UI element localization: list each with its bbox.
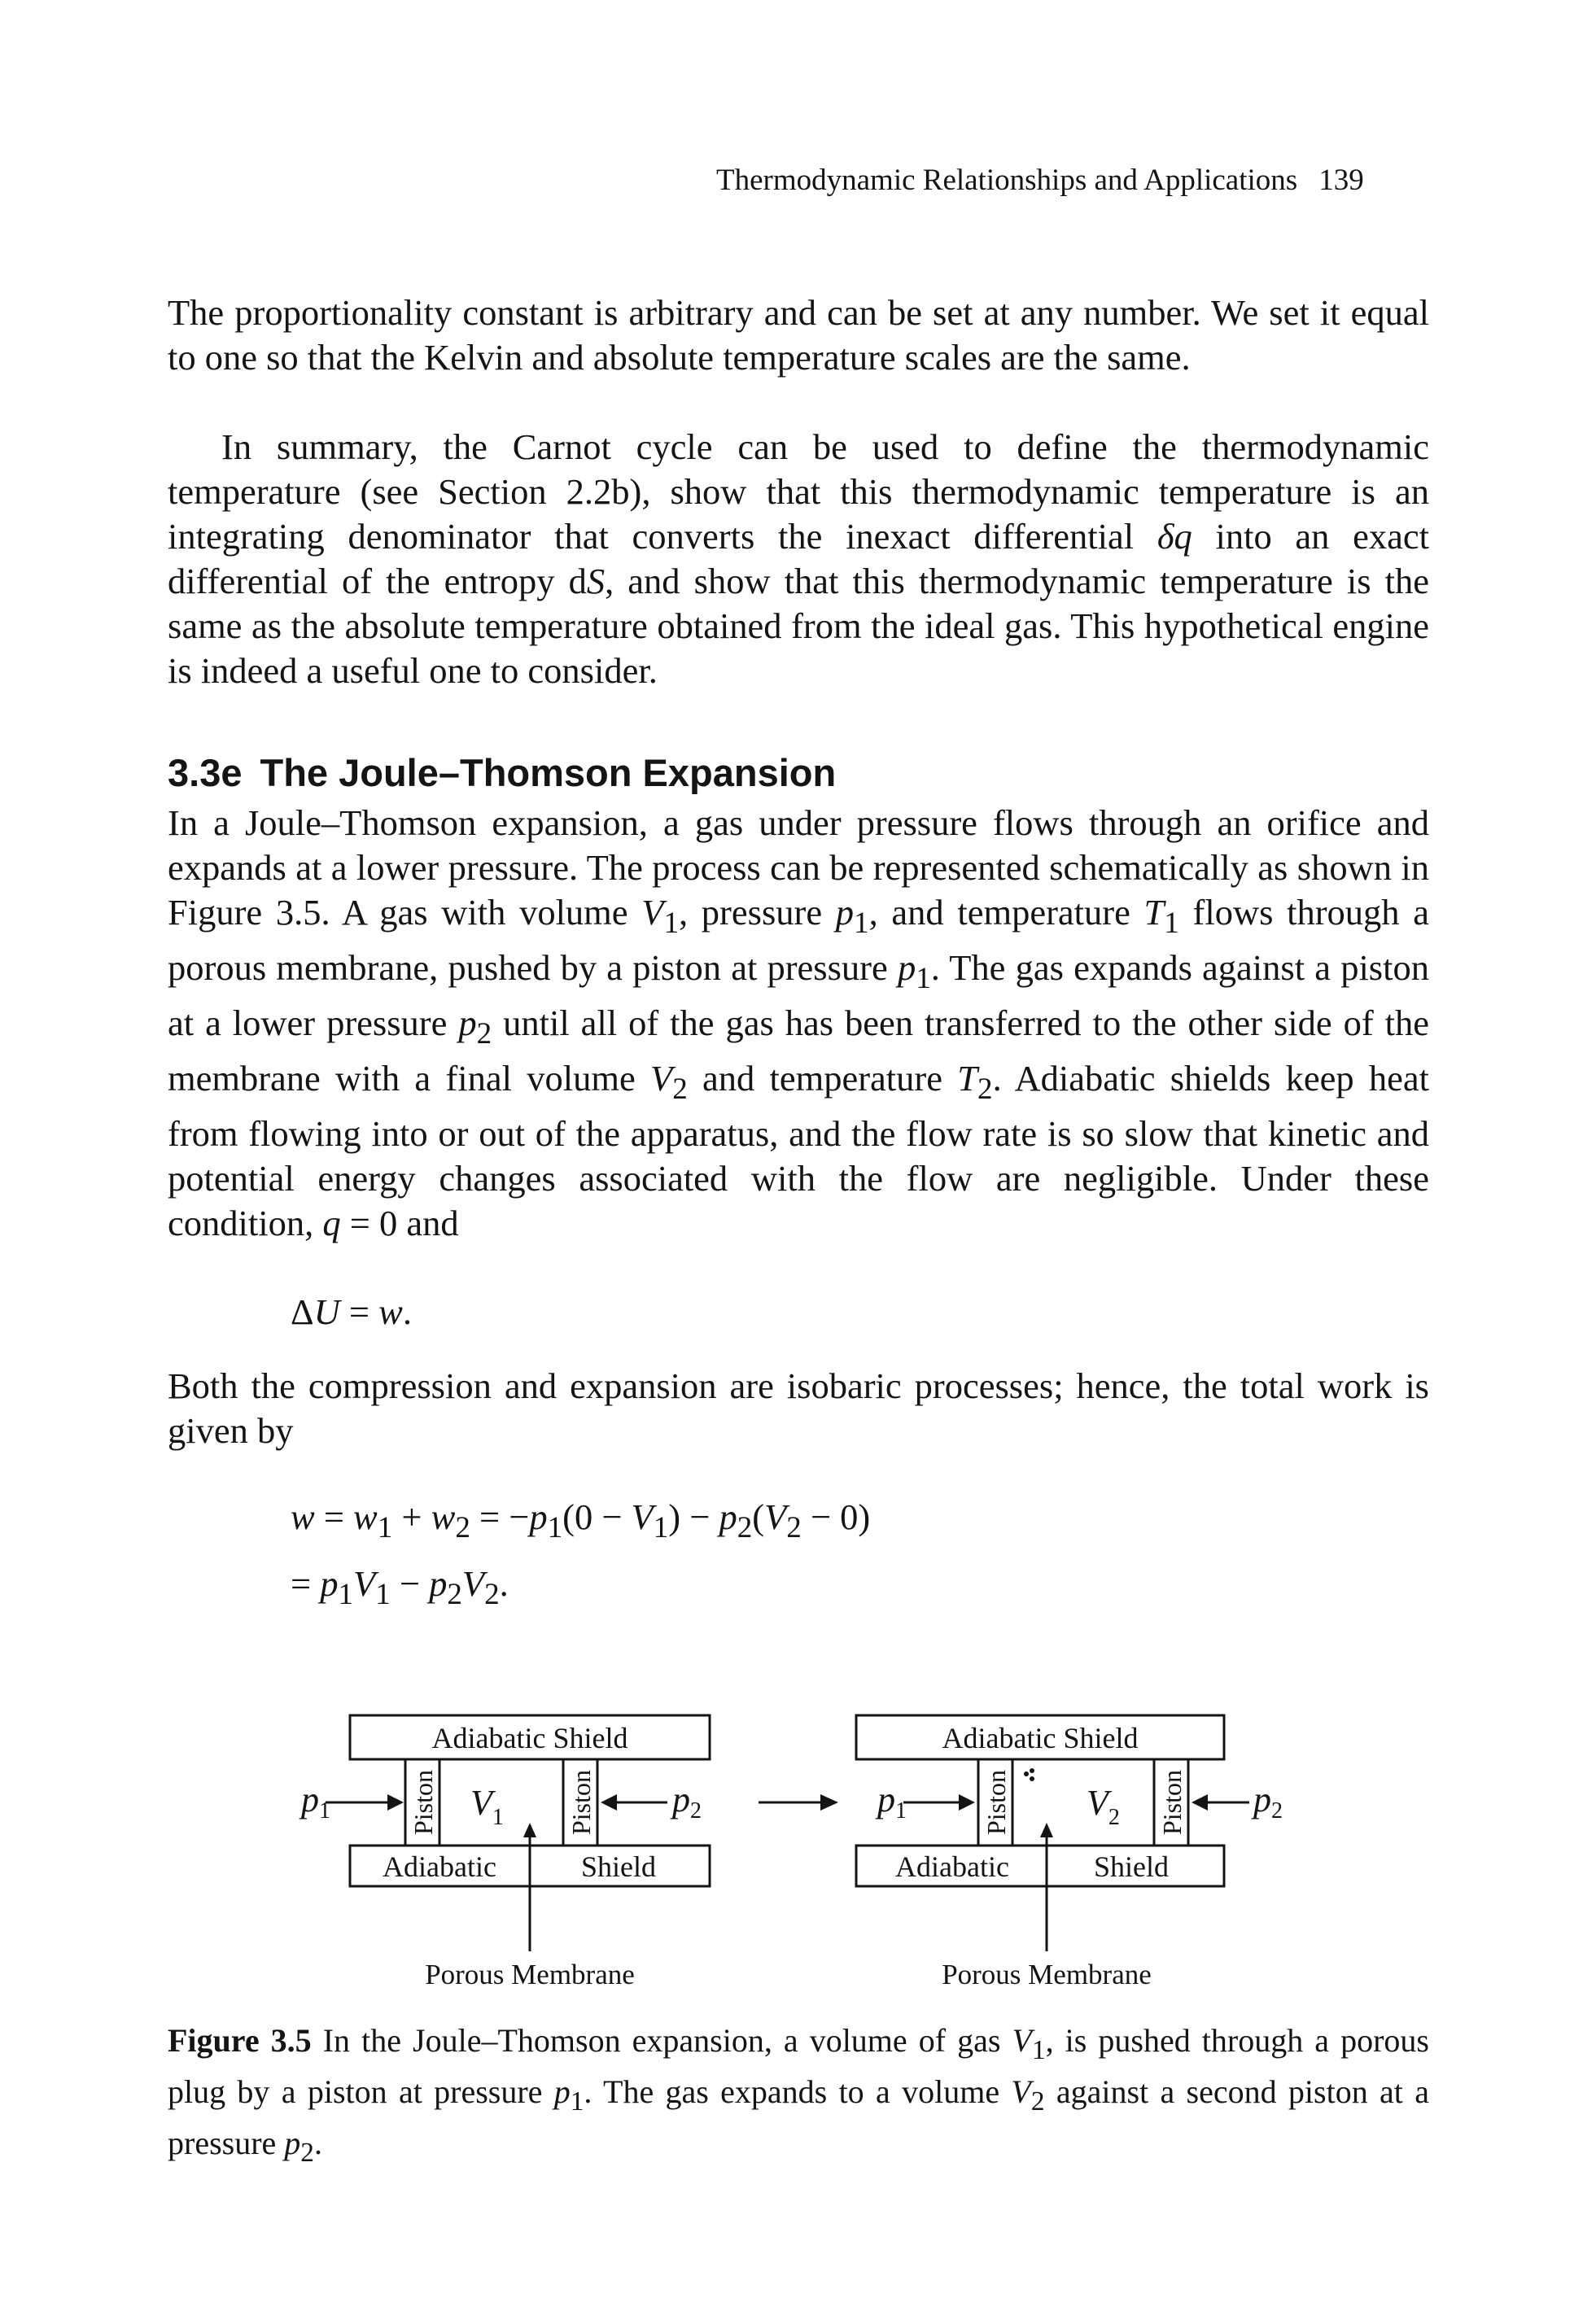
left-shield-bottom-label-a: Adiabatic (383, 1850, 496, 1883)
right-piston-2 (1152, 1758, 1190, 1847)
paragraph-proportionality: The proportionality constant is arbitrar… (168, 292, 1429, 378)
paragraph-isobaric: Both the compression and expansion are i… (168, 1365, 1429, 1451)
running-header: Thermodynamic Relationships and Applicat… (716, 163, 1465, 198)
equation-internal-energy: ΔU = w. (291, 1291, 412, 1332)
right-shield-bottom-label-b: Shield (1094, 1850, 1169, 1883)
equation-total-work-result: = p1V1 − p2V2. (291, 1563, 509, 1611)
figure-caption: Figure 3.5 In the Joule–Thomson expansio… (168, 2022, 1429, 2168)
right-piston-1 (977, 1758, 1014, 1847)
right-top-shield (855, 1714, 1226, 1761)
left-shield-top-label: Adiabatic Shield (432, 1722, 628, 1754)
left-membrane-label: Porous Membrane (425, 1959, 635, 1990)
left-p1-symbol: p1 (299, 1780, 330, 1824)
right-p2-symbol: p2 (1251, 1780, 1283, 1824)
left-piston-2 (562, 1758, 599, 1847)
section-number: 3.3e (168, 751, 243, 794)
paragraph-summary: In summary, the Carnot cycle can be used… (168, 426, 1430, 691)
left-shield-bottom-label-b: Shield (581, 1850, 656, 1883)
right-piston-1-label: Piston (982, 1770, 1011, 1835)
paragraph-joule-thomson: In a Joule–Thomson expansion, a gas unde… (168, 802, 1429, 1243)
right-piston-2-label: Piston (1157, 1770, 1187, 1835)
right-v2-symbol: V2 (1087, 1783, 1120, 1830)
left-piston-1 (404, 1758, 441, 1847)
left-v1-symbol: V1 (470, 1783, 504, 1830)
left-piston-2-label: Piston (566, 1770, 596, 1835)
left-top-shield (348, 1714, 711, 1761)
right-p1-symbol: p1 (875, 1780, 907, 1824)
right-membrane-label: Porous Membrane (942, 1959, 1152, 1990)
right-bottom-shield (855, 1844, 1226, 1888)
left-p2-symbol: p2 (670, 1780, 702, 1824)
equation-total-work: w = w1 + w2 = −p1(0 − V1) − p2(V2 − 0) (291, 1496, 871, 1544)
left-piston-1-label: Piston (409, 1770, 438, 1835)
page-number: 139 (1318, 164, 1364, 197)
joule-thomson-figure: Adiabatic Shield Adiabatic Shield Adiaba… (299, 1714, 1283, 1990)
section-heading: 3.3e The Joule–Thomson Expansion (168, 750, 836, 795)
right-shield-bottom-label-a: Adiabatic (895, 1850, 1009, 1883)
section-title: The Joule–Thomson Expansion (260, 751, 837, 794)
running-title: Thermodynamic Relationships and Applicat… (716, 164, 1298, 197)
right-shield-top-label: Adiabatic Shield (942, 1722, 1139, 1754)
